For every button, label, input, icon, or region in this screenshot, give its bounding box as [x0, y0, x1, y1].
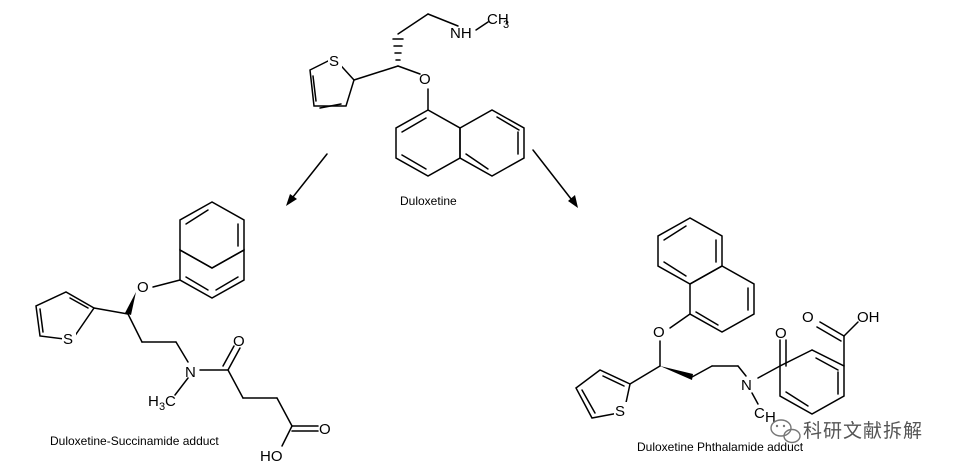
benzene-ring-right	[779, 349, 845, 415]
amide-oxygen-left: O	[233, 333, 245, 350]
acid-carbonyl-oxygen-left: O	[319, 421, 331, 438]
sulfur-atom-right: S	[615, 403, 625, 420]
watermark: 科研文献拆解	[770, 419, 923, 444]
phthalamide-adduct-structure: O S N C H O O	[575, 217, 880, 454]
h3c-label-c: C	[165, 393, 176, 410]
amide-oxygen-right: O	[775, 325, 787, 342]
phthalamide-caption: Duloxetine Phthalamide adduct	[637, 440, 804, 454]
sulfur-atom-left: S	[63, 331, 73, 348]
ether-oxygen-right: O	[653, 324, 665, 341]
amide-nitrogen-left: N	[185, 364, 196, 381]
succinamide-caption: Duloxetine-Succinamide adduct	[50, 434, 219, 448]
watermark-text: 科研文献拆解	[803, 420, 923, 442]
n-methyl-h-right: H	[765, 409, 776, 426]
amide-nitrogen-right: N	[741, 377, 752, 394]
sulfur-atom-label: S	[329, 53, 339, 70]
reaction-arrow-left	[286, 153, 328, 206]
ether-oxygen-label: O	[419, 71, 431, 88]
naphthalene-ring-left	[179, 201, 245, 299]
hashed-wedge-bond	[392, 38, 404, 61]
hydroxyl-label-right: OH	[857, 309, 880, 326]
methyl-label: CH	[487, 11, 509, 28]
wechat-icon	[770, 419, 801, 444]
methyl-subscript: 3	[503, 19, 509, 31]
acid-carbonyl-oxygen-right: O	[802, 309, 814, 326]
ether-oxygen-left: O	[137, 279, 149, 296]
naphthalene-ring-right	[657, 217, 755, 333]
h3c-label-h: H	[148, 393, 159, 410]
hydroxyl-label-left: HO	[260, 448, 283, 465]
bold-wedge-bond	[125, 292, 136, 315]
amine-label: NH	[450, 25, 472, 42]
n-methyl-label-right: C	[754, 405, 765, 422]
succinamide-adduct-structure: O S N H 3 C O O HO Duloxetine-Succ	[35, 201, 331, 465]
duloxetine-structure: S NH CH 3 O Duloxetine	[309, 11, 525, 208]
naphthalene-ring	[395, 109, 525, 177]
h3c-subscript: 3	[159, 401, 165, 413]
duloxetine-caption: Duloxetine	[400, 194, 457, 208]
bold-wedge-bond-right	[660, 366, 693, 380]
reaction-arrow-right	[532, 149, 578, 208]
